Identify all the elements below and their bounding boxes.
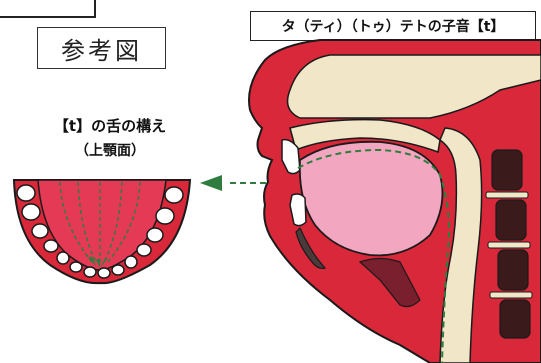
tongue-top-view bbox=[14, 180, 190, 283]
head-cross-section bbox=[249, 40, 541, 363]
